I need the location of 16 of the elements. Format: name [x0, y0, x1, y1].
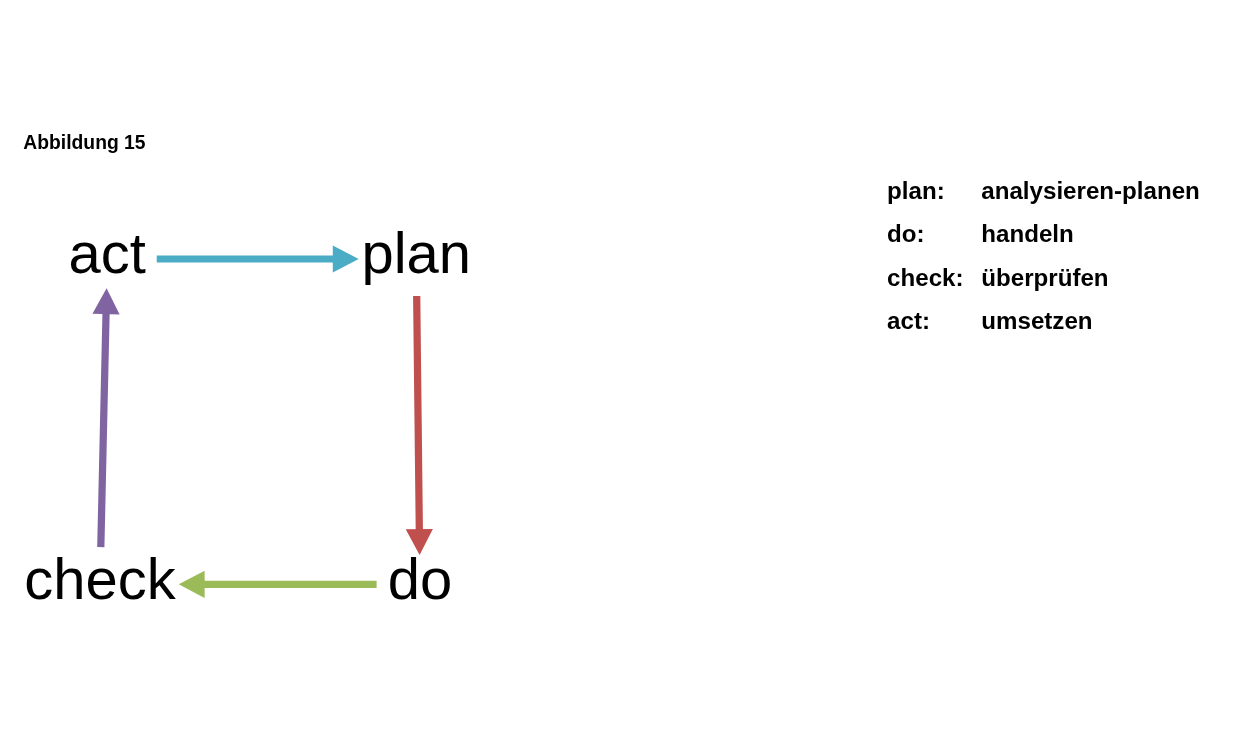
node-text: check	[24, 546, 176, 611]
label: act:	[887, 307, 931, 335]
arrow	[405, 295, 433, 555]
label: handeln	[981, 220, 1074, 248]
node-text: do	[387, 546, 453, 611]
label: plan:	[887, 176, 945, 204]
diagram-title: Abbildung 15	[23, 131, 146, 153]
arrow	[92, 288, 120, 548]
node-text: act	[68, 221, 146, 286]
label: check:	[887, 263, 964, 291]
arrow	[156, 245, 359, 273]
label: do:	[887, 220, 925, 248]
label: analysieren-planen	[981, 176, 1200, 204]
node-text: plan	[361, 221, 472, 286]
label: überprüfen	[981, 263, 1109, 291]
label: umsetzen	[981, 307, 1093, 335]
